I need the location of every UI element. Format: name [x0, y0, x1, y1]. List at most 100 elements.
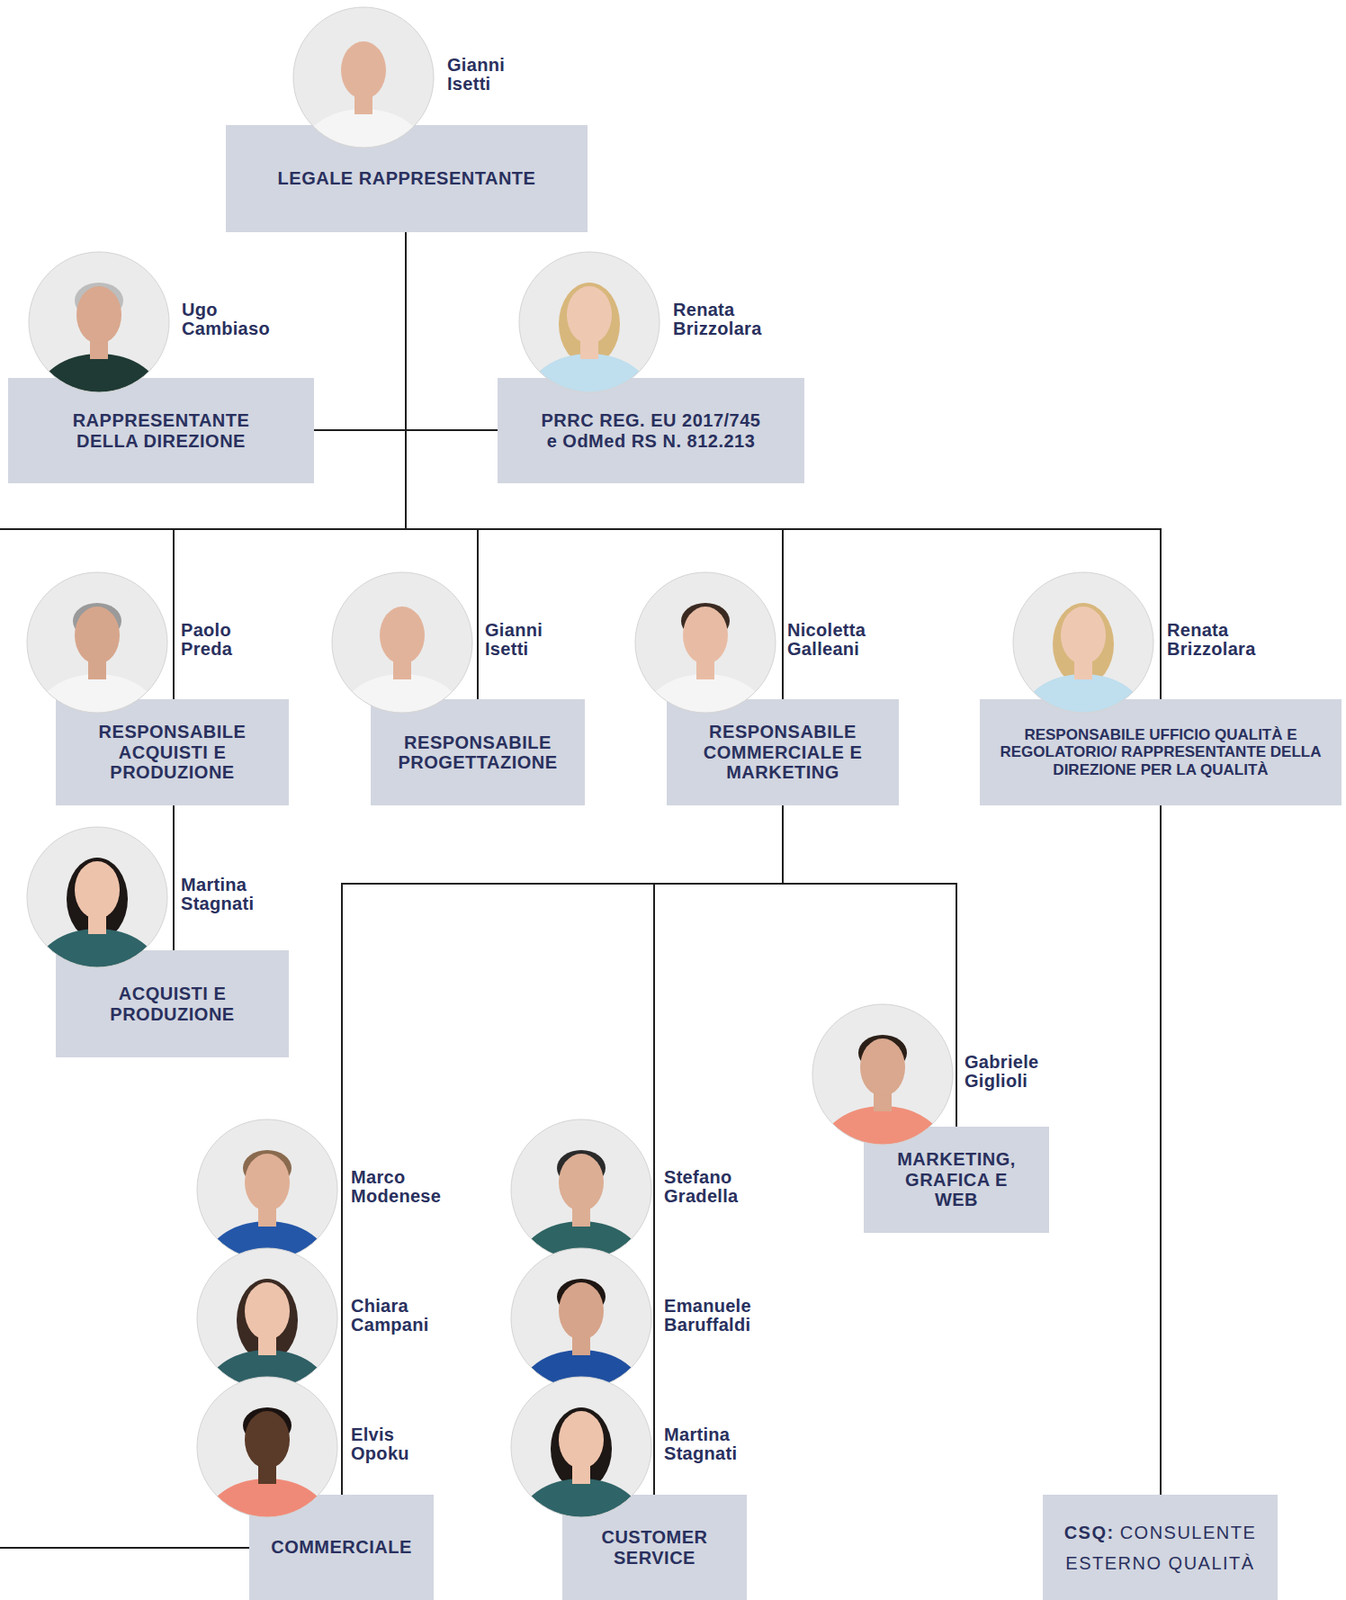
- portrait-rim: [332, 572, 473, 713]
- portrait-rim: [635, 572, 776, 713]
- portrait-hair: [66, 857, 128, 941]
- portrait-photo: [26, 250, 171, 395]
- role-title: ACQUISTI E PRODUZIONE: [66, 983, 279, 1024]
- portrait-hair: [558, 282, 620, 366]
- portrait-face: [379, 606, 425, 665]
- person-name: Gianni Isetti: [447, 55, 505, 94]
- portrait-photo: [330, 570, 475, 715]
- portrait-rim: [197, 1119, 338, 1260]
- role-title: LEGALE RAPPRESENTANTE: [243, 168, 570, 189]
- box-label: COMMERCIALE: [258, 1536, 425, 1557]
- portrait-photo: [291, 5, 436, 150]
- org-box: Renata BrizzolaraPRRC REG. EU 2017/745 e…: [497, 377, 805, 484]
- person-name: Ugo Cambiaso: [181, 300, 270, 339]
- portrait-photo: [810, 1002, 955, 1147]
- role-title: RAPPRESENTANTE DELLA DIREZIONE: [44, 410, 279, 451]
- portrait-rim: [511, 1247, 652, 1389]
- role-title: RESPONSABILE PROGETTAZIONE: [381, 732, 575, 773]
- portrait-face: [860, 1038, 906, 1096]
- box-label: ACQUISTI E PRODUZIONE: [66, 983, 279, 1024]
- portrait-face: [244, 1153, 290, 1212]
- portrait-hair: [1052, 602, 1114, 686]
- box-label: RESPONSABILE COMMERCIALE E MARKETING: [680, 721, 886, 782]
- box-label: CUSTOMER SERVICE: [580, 1526, 729, 1568]
- person-name: Emanuele Baruffaldi: [664, 1296, 752, 1335]
- portrait-rim: [1013, 572, 1154, 713]
- box-label: MARKETING, GRAFICA E WEB: [885, 1148, 1028, 1210]
- org-box: Paolo PredaRESPONSABILE ACQUISTI E PRODU…: [55, 699, 289, 806]
- portrait-face: [558, 1153, 604, 1212]
- portrait-rim: [26, 572, 168, 713]
- role-title: MARKETING, GRAFICA E WEB: [885, 1148, 1028, 1210]
- portrait-face: [566, 286, 612, 344]
- box-label: RESPONSABILE PROGETTAZIONE: [381, 732, 575, 773]
- portrait-photo: [195, 1374, 340, 1519]
- portrait-photo: [195, 1246, 340, 1391]
- portrait-photo: [1011, 570, 1156, 715]
- org-box: Gabriele GiglioliMARKETING, GRAFICA E WE…: [863, 1126, 1050, 1233]
- role-title: RESPONSABILE ACQUISTI E PRODUZIONE: [66, 721, 279, 782]
- org-box: CSQ:CONSULENTE ESTERNO QUALITÀ: [1042, 1494, 1278, 1600]
- portrait-hair: [550, 1407, 612, 1490]
- org-box: Martina StagnatiACQUISTI E PRODUZIONE: [55, 950, 289, 1058]
- portrait-photo: [517, 250, 662, 395]
- person-name: Martina Stagnati: [180, 875, 254, 914]
- portrait-photo: [25, 825, 170, 970]
- box-label: PRRC REG. EU 2017/745 e OdMed RS N. 812.…: [537, 410, 765, 451]
- person-name: Renata Brizzolara: [1166, 620, 1257, 659]
- box-label: CSQ:CONSULENTE ESTERNO QUALITÀ: [1051, 1516, 1269, 1579]
- org-box: Gianni IsettiRESPONSABILE PROGETTAZIONE: [370, 699, 585, 806]
- role-title: CUSTOMER SERVICE: [580, 1526, 729, 1568]
- role-title: CSQ:: [1064, 1522, 1115, 1543]
- org-box: Gianni IsettiLEGALE RAPPRESENTANTE: [225, 125, 588, 233]
- person-name: Gabriele Giglioli: [964, 1052, 1039, 1091]
- wire-stub: [0, 1546, 250, 1549]
- portrait-face: [74, 606, 120, 665]
- box-label: RESPONSABILE ACQUISTI E PRODUZIONE: [66, 721, 279, 782]
- portrait-face: [1060, 606, 1106, 665]
- portrait-face: [244, 1410, 290, 1469]
- portrait-rim: [28, 251, 170, 393]
- box-label: RESPONSABILE UFFICIO QUALITÀ E REGOLATOR…: [988, 726, 1333, 778]
- portrait-rim: [26, 826, 168, 968]
- person-name: Marco Modenese: [350, 1167, 441, 1206]
- connector: [405, 232, 498, 431]
- wire-stub: [0, 528, 174, 530]
- portrait-rim: [511, 1376, 652, 1517]
- portrait-rim: [197, 1376, 338, 1517]
- portrait-photo: [509, 1374, 654, 1519]
- portrait-face: [76, 286, 122, 344]
- org-box: Stefano GradellaEmanuele BaruffaldiMarti…: [562, 1494, 747, 1600]
- person-name: Martina Stagnati: [664, 1425, 737, 1463]
- box-label: RAPPRESENTANTE DELLA DIREZIONE: [44, 410, 279, 451]
- portrait-photo: [509, 1117, 654, 1262]
- portrait-photo: [633, 570, 778, 715]
- portrait-face: [244, 1282, 290, 1340]
- person-name: Paolo Preda: [180, 620, 233, 659]
- org-box: Renata BrizzolaraRESPONSABILE UFFICIO QU…: [979, 699, 1342, 806]
- org-box: Ugo CambiasoRAPPRESENTANTE DELLA DIREZIO…: [8, 377, 315, 484]
- portrait-face: [74, 861, 120, 919]
- portrait-face: [558, 1410, 604, 1469]
- role-title: PRRC REG. EU 2017/745 e OdMed RS N. 812.…: [537, 410, 765, 451]
- connector: [172, 805, 175, 951]
- portrait-rim: [197, 1247, 338, 1389]
- connector: [314, 232, 406, 431]
- role-title: COMMERCIALE: [258, 1536, 425, 1557]
- portrait-rim: [293, 7, 434, 148]
- portrait-photo: [509, 1246, 654, 1391]
- person-name: Elvis Opoku: [350, 1425, 410, 1463]
- portrait-rim: [812, 1004, 953, 1145]
- portrait-photo: [25, 570, 170, 715]
- portrait-face: [558, 1282, 604, 1340]
- person-name: Chiara Campani: [350, 1296, 430, 1335]
- box-label: LEGALE RAPPRESENTANTE: [243, 168, 570, 189]
- person-name: Stefano Gradella: [664, 1167, 738, 1206]
- portrait-face: [682, 606, 728, 665]
- org-box: Nicoletta GalleaniRESPONSABILE COMMERCIA…: [666, 699, 899, 806]
- person-name: Renata Brizzolara: [673, 300, 763, 339]
- role-title: RESPONSABILE COMMERCIALE E MARKETING: [680, 721, 886, 782]
- portrait-face: [340, 41, 386, 99]
- portrait-rim: [519, 251, 660, 393]
